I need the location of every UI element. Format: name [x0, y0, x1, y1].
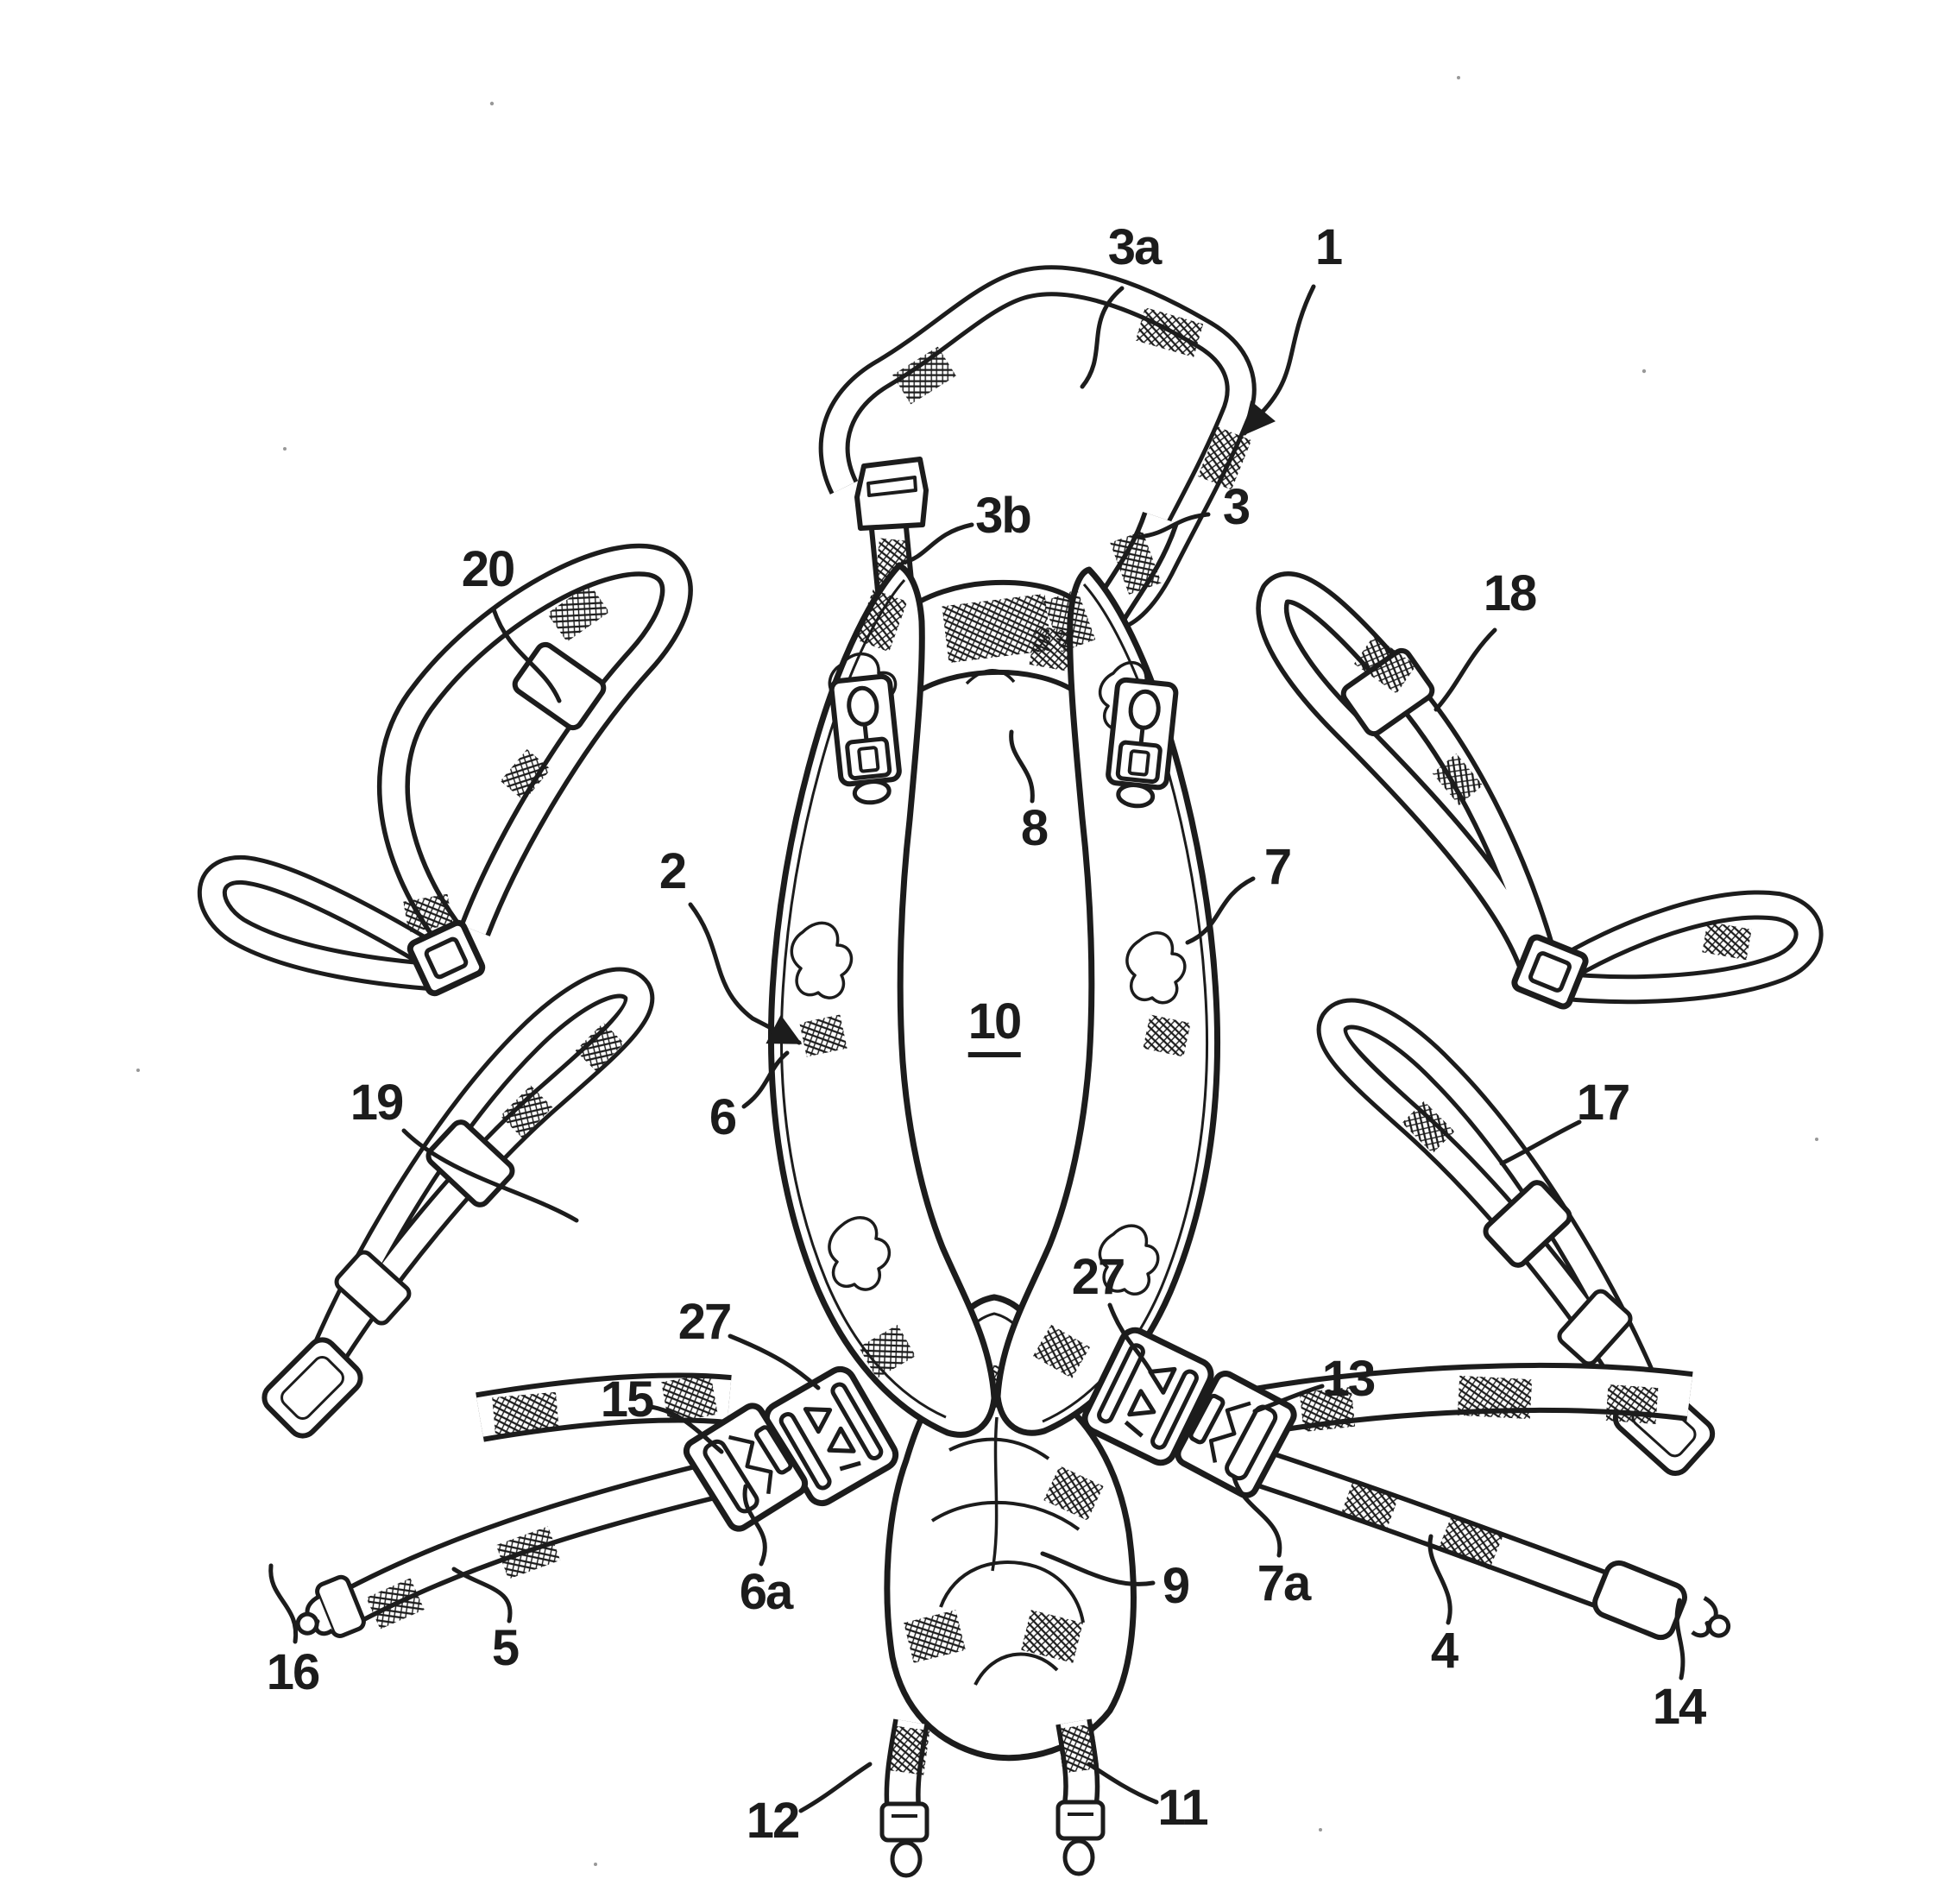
girth-strap-right [1246, 1447, 1615, 1611]
leg-clip-right [1055, 1800, 1106, 1876]
ref-label-14: 14 [1652, 1679, 1706, 1735]
leader-11 [1087, 1762, 1159, 1805]
leader-12 [798, 1762, 873, 1813]
leader-7 [1185, 876, 1256, 945]
shoulder-panel-left [767, 562, 998, 1438]
leader-9 [1040, 1551, 1156, 1586]
waist-strap-right [1247, 1362, 1693, 1437]
ladder-buckle-right [1081, 1327, 1214, 1466]
leader-17 [1499, 1119, 1582, 1166]
ref-label-15: 15 [600, 1371, 654, 1428]
ref-label-2: 2 [658, 843, 687, 899]
strap-17-sleeve [1483, 1180, 1572, 1268]
strap-17-sleeve-2 [1557, 1289, 1633, 1366]
paper-speckles [136, 76, 1818, 1866]
ref-label-7: 7 [1263, 839, 1292, 895]
ref-label-6: 6 [709, 1089, 737, 1145]
strap-20-buckle [406, 919, 486, 997]
leader-5 [451, 1567, 513, 1623]
ref-label-11: 11 [1157, 1780, 1208, 1836]
ref-label-27-right: 27 [1071, 1249, 1125, 1305]
ref-label-17: 17 [1576, 1075, 1630, 1131]
loop-strap-19 [261, 967, 655, 1439]
strap-19-sleeve-2 [334, 1250, 412, 1326]
leg-strap-right [1055, 1718, 1100, 1806]
ref-label-3b: 3b [975, 488, 1032, 544]
buckle-3b [854, 457, 929, 531]
leader-16 [268, 1563, 299, 1644]
ref-label-3a: 3a [1107, 219, 1162, 275]
shoulder-buckle-right [1106, 677, 1179, 809]
leader-27-left [728, 1333, 821, 1390]
clip-14 [1691, 1596, 1731, 1638]
leader-7a [1232, 1475, 1282, 1558]
ref-label-6a: 6a [739, 1564, 793, 1620]
ref-label-8: 8 [1020, 800, 1049, 856]
leader-4 [1427, 1534, 1452, 1625]
neck-loop-band [818, 265, 1257, 632]
leader-19 [401, 1128, 579, 1223]
leader-3a [1080, 286, 1125, 389]
clip-16 [295, 1574, 366, 1638]
leader-18 [1433, 627, 1497, 712]
leader-14 [1674, 1598, 1686, 1680]
ref-label-1: 1 [1314, 219, 1343, 275]
ref-label-16: 16 [266, 1644, 320, 1700]
ref-label-12: 12 [746, 1793, 800, 1849]
ref-label-18: 18 [1483, 565, 1537, 621]
ref-label-9: 9 [1162, 1558, 1190, 1614]
leader-3b [900, 522, 974, 565]
ref-label-4: 4 [1430, 1623, 1459, 1679]
leader-lines [268, 284, 1686, 1813]
waist-strap-left [476, 1372, 732, 1442]
leader-8 [1009, 729, 1035, 804]
strap-19-tip-pad [261, 1337, 363, 1439]
shoulder-buckle-left [829, 673, 902, 805]
girth-strap-left [334, 1461, 715, 1630]
leader-20 [491, 607, 562, 703]
leg-clip-left [879, 1801, 929, 1878]
ref-label-5: 5 [491, 1620, 520, 1676]
strap-20-sleeve [512, 641, 607, 731]
leg-strap-left [884, 1718, 930, 1807]
leader-6 [741, 1050, 790, 1109]
strap-4-end-pad [1592, 1560, 1687, 1641]
loop-strap-18 [1256, 571, 1824, 1010]
ref-label-27-left: 27 [677, 1294, 732, 1350]
strap-18-buckle [1511, 934, 1589, 1010]
ref-label-13: 13 [1321, 1351, 1376, 1407]
loop-strap-20 [197, 543, 693, 997]
leader-6a [742, 1484, 767, 1567]
ref-label-3: 3 [1222, 479, 1251, 535]
leader-27-right [1107, 1302, 1154, 1375]
leader-15 [648, 1404, 724, 1454]
leader-13 [1252, 1384, 1325, 1414]
side-buckle-right [1175, 1371, 1297, 1498]
ref-label-10: 10 [967, 997, 1022, 1057]
ref-label-19: 19 [350, 1075, 404, 1131]
leader-3 [1137, 512, 1211, 539]
ref-label-20: 20 [461, 541, 515, 597]
leader-1 [1242, 284, 1316, 436]
ref-label-7a: 7a [1257, 1555, 1311, 1611]
leader-2 [688, 902, 803, 1045]
